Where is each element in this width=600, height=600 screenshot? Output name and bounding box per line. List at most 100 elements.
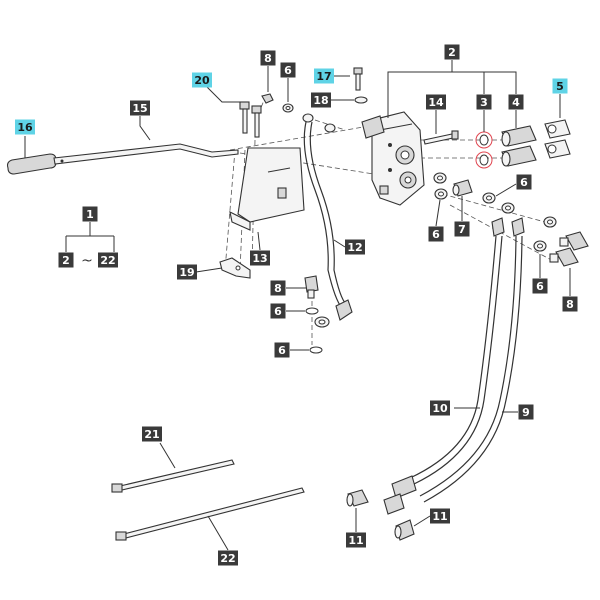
part-label-box: [552, 78, 568, 94]
part-label-text: 6: [284, 64, 292, 77]
quick-couplers-4: [501, 125, 537, 167]
part-label-l9: 9: [518, 404, 534, 420]
part-label-text: 21: [144, 428, 159, 441]
part-label-l19: 19: [177, 264, 197, 280]
part-label-l11_a: 11: [346, 532, 366, 548]
part-label-l18: 18: [311, 92, 331, 108]
part-label-box: [518, 404, 534, 420]
part-label-box: [430, 400, 450, 416]
part-label-l10: 10: [430, 400, 450, 416]
part-label-l7: 7: [454, 221, 470, 237]
sleeve-18: [354, 96, 368, 104]
part-label-l2_top: 2: [444, 44, 460, 60]
part-label-box: [532, 278, 548, 294]
part-label-l21: 21: [142, 426, 162, 442]
part-label-l12: 12: [345, 239, 365, 255]
part-label-l17: 17: [314, 68, 334, 84]
part-label-text: 11: [432, 510, 447, 523]
part-label-text: 18: [313, 94, 328, 107]
bracket-plate: [229, 147, 305, 231]
part-label-box: [270, 280, 286, 296]
part-label-l14: 14: [426, 94, 446, 110]
part-label-box: [454, 221, 470, 237]
part-label-text: 6: [432, 228, 440, 241]
bolt-17: [353, 67, 363, 91]
top-nut-and-washer: [261, 93, 294, 113]
part-label-l22_range: 22: [98, 252, 118, 268]
handle-knob: [6, 153, 57, 175]
part-label-text: 5: [556, 80, 564, 93]
part-label-box: [58, 252, 74, 268]
part-label-text: 20: [194, 74, 210, 87]
part-label-text: 8: [274, 282, 282, 295]
lever-rod: [53, 143, 239, 165]
part-label-box: [280, 62, 296, 78]
banjo-bolt-and-washers: [304, 275, 323, 354]
part-label-text: 10: [432, 402, 448, 415]
part-label-box: [177, 264, 197, 280]
part-label-box: [82, 206, 98, 222]
part-label-text: 2: [62, 254, 70, 267]
part-label-text: 15: [132, 102, 147, 115]
part-label-l8_b: 8: [270, 280, 286, 296]
part-label-text: 16: [17, 121, 33, 134]
adapter-7: [452, 179, 473, 197]
washer-small: [324, 123, 336, 133]
hoses-9-10: [383, 202, 525, 515]
cable-ties: [111, 459, 305, 541]
part-label-l6_f: 6: [532, 278, 548, 294]
part-label-l6_d: 6: [428, 226, 444, 242]
part-label-text: 12: [347, 241, 362, 254]
part-label-text: 14: [428, 96, 444, 109]
part-label-text: 13: [252, 252, 267, 265]
part-label-box: [314, 68, 334, 84]
part-label-box: [311, 92, 331, 108]
part-label-box: [346, 532, 366, 548]
part-label-l6_c: 6: [274, 342, 290, 358]
part-label-l11_b: 11: [430, 508, 450, 524]
part-label-l6_b: 6: [270, 303, 286, 319]
part-label-l22: 22: [218, 550, 238, 566]
part-label-text: 2: [448, 46, 456, 59]
part-label-text: 17: [316, 70, 331, 83]
part-label-box: [508, 94, 524, 110]
part-label-box: [15, 119, 35, 135]
control-valve: [361, 111, 425, 206]
dust-caps-5: [544, 119, 571, 159]
o-rings-3: [475, 131, 493, 169]
part-label-box: [218, 550, 238, 566]
leader-lines: [24, 60, 571, 551]
hose-12: [302, 113, 353, 328]
part-label-l15: 15: [130, 100, 150, 116]
part-label-text: 7: [458, 223, 466, 236]
part-label-box: [428, 226, 444, 242]
part-label-text: 9: [522, 406, 530, 419]
part-label-l8_a: 8: [260, 50, 276, 66]
part-label-box: [430, 508, 450, 524]
bolts-pair: [239, 101, 262, 138]
long-bolt-14: [423, 130, 459, 145]
part-label-box: [274, 342, 290, 358]
part-label-text: 1: [86, 208, 94, 221]
part-label-box: [250, 250, 270, 266]
part-label-text: 6: [536, 280, 544, 293]
part-label-text: 19: [179, 266, 194, 279]
fitting-washers: [433, 172, 557, 252]
small-bracket: [219, 257, 251, 279]
part-label-box: [562, 296, 578, 312]
part-label-l16: 16: [15, 119, 35, 135]
part-label-text: 22: [100, 254, 115, 267]
part-label-text: 22: [220, 552, 235, 565]
part-label-box: [476, 94, 492, 110]
part-label-l4: 4: [508, 94, 524, 110]
part-label-l1: 1: [82, 206, 98, 222]
part-label-box: [345, 239, 365, 255]
part-label-box: [130, 100, 150, 116]
part-label-l6_e: 6: [516, 174, 532, 190]
part-label-box: [260, 50, 276, 66]
part-label-text: 4: [512, 96, 520, 109]
part-label-l5: 5: [552, 78, 568, 94]
